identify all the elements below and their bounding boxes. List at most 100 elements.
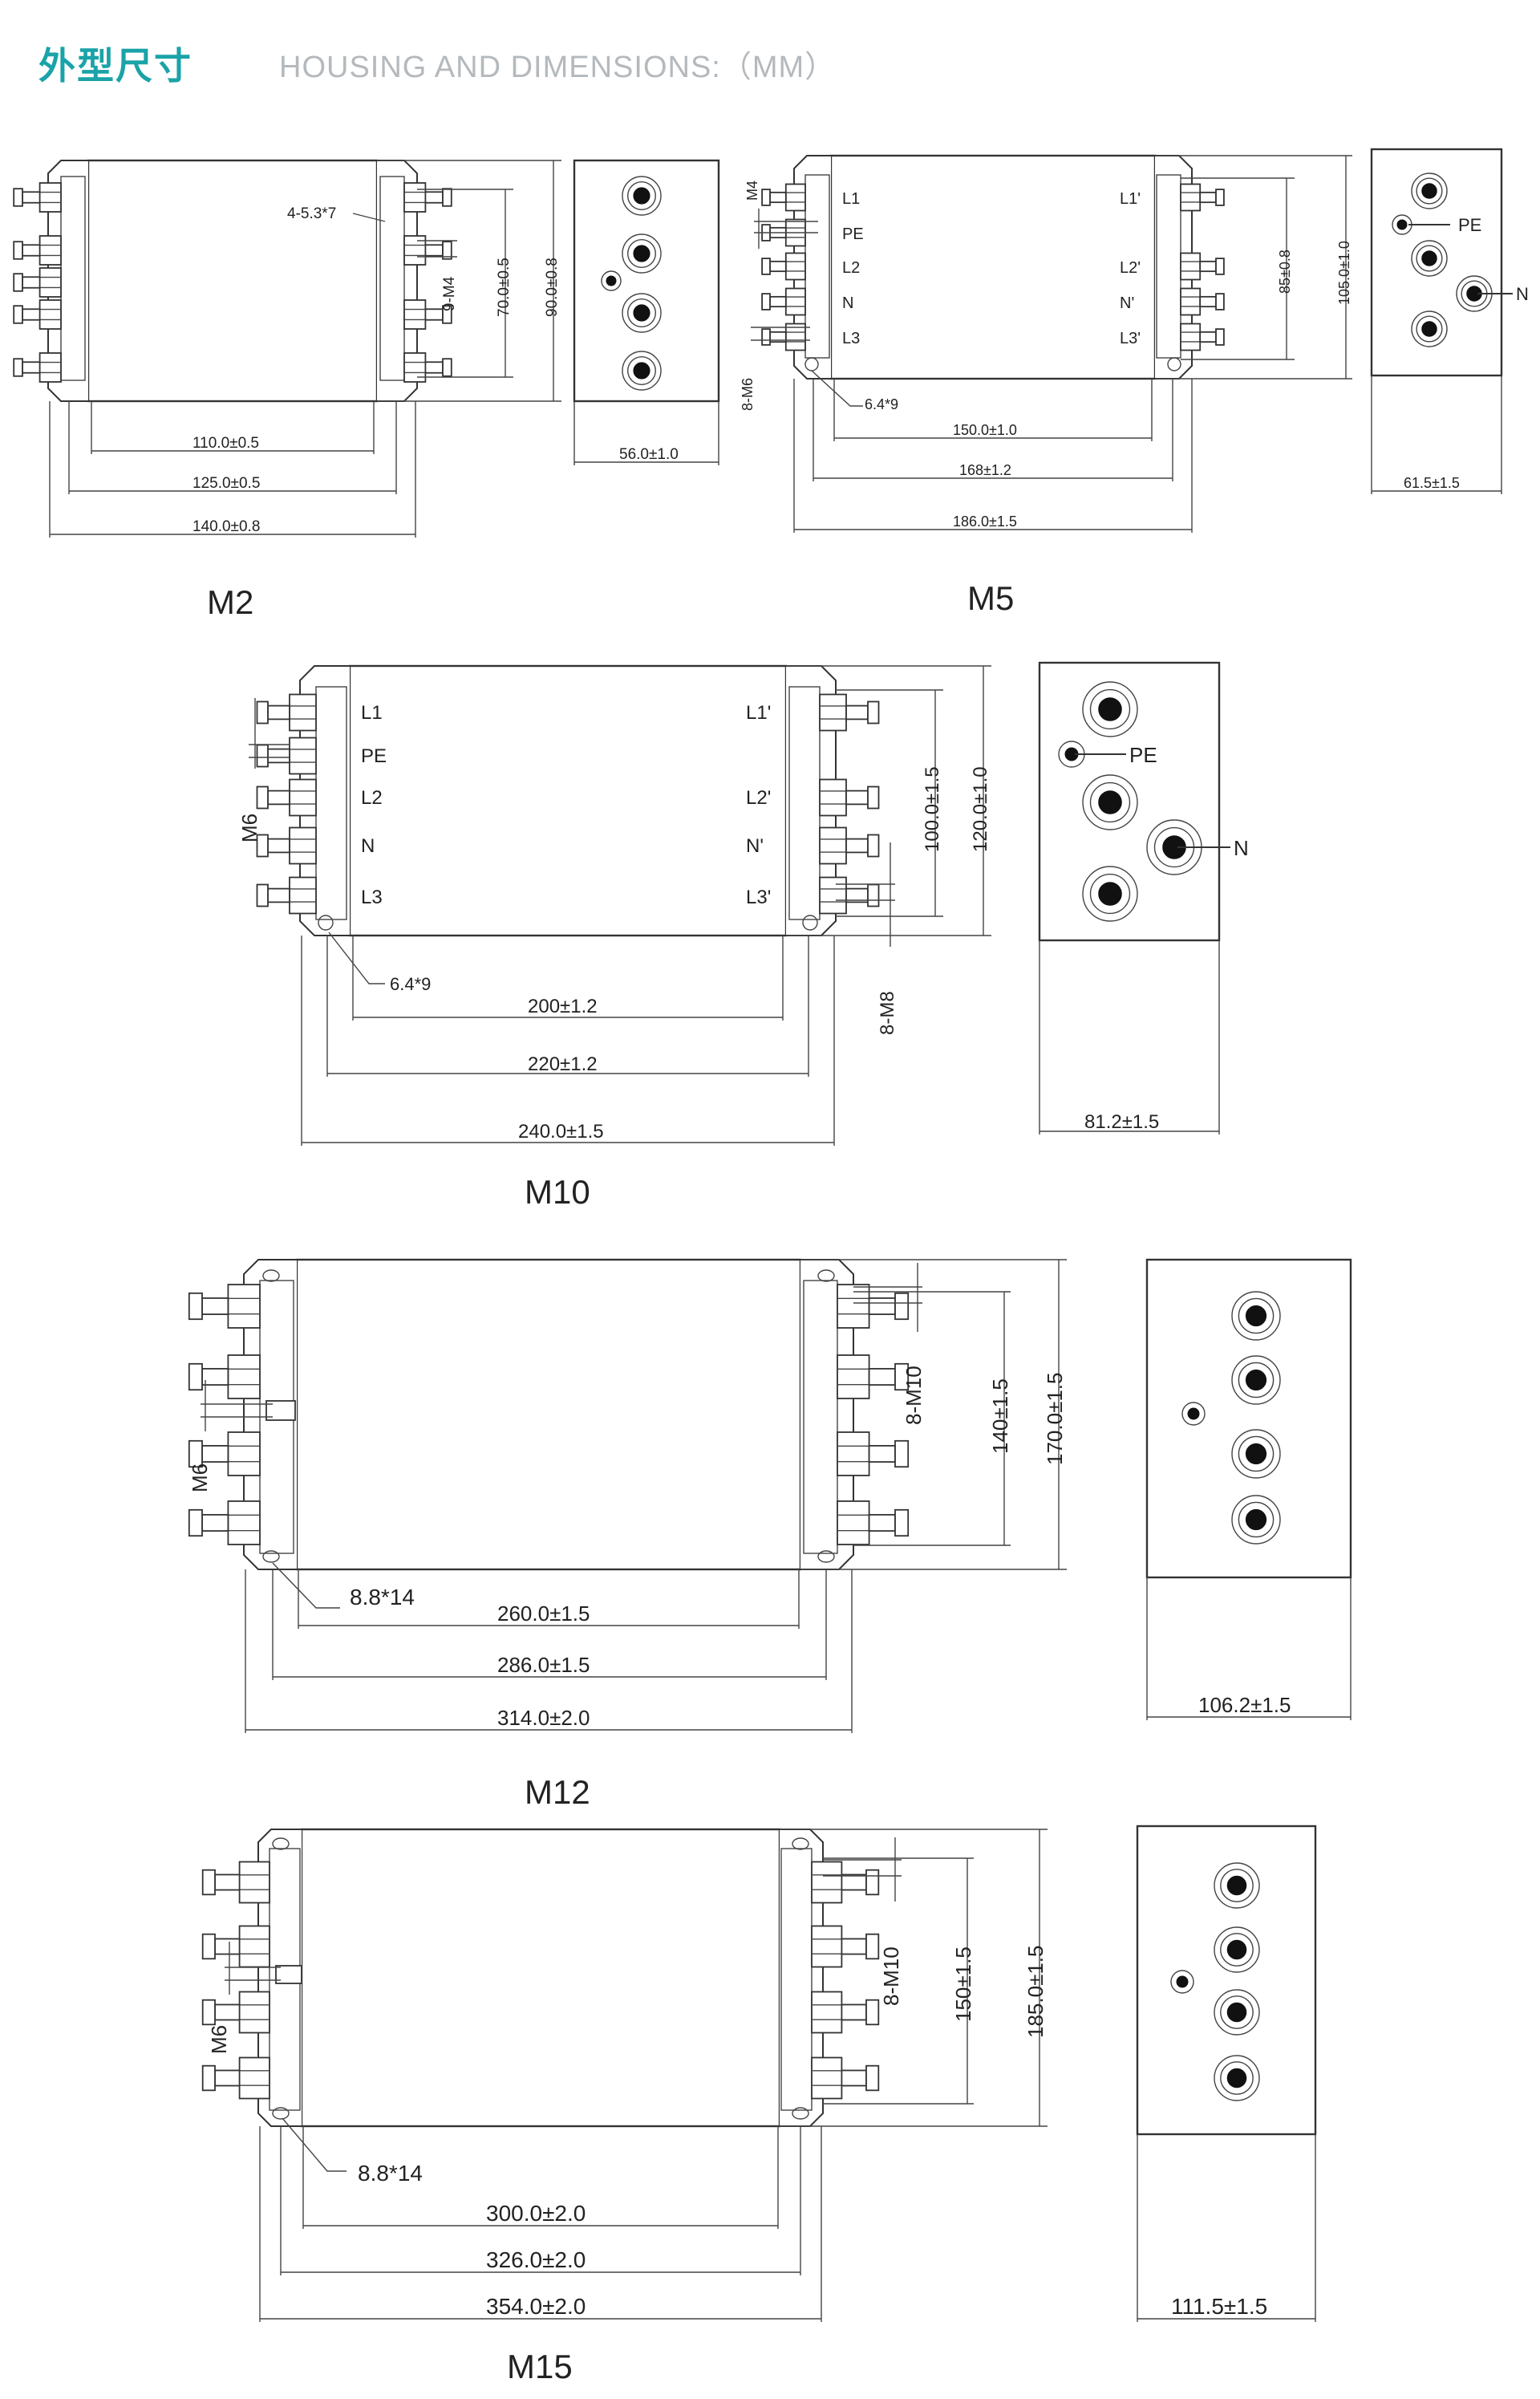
m2-side-terminal-0-outer-ring bbox=[622, 176, 662, 216]
m15-side-terminal-3-core bbox=[1226, 2068, 1247, 2088]
m2-studs-right-0-nut bbox=[403, 182, 427, 213]
m2-studs-right-1-tip bbox=[442, 241, 452, 260]
m15-side-terminal-1-mid-ring bbox=[1220, 1933, 1254, 1967]
m10-studs-right-0-tip bbox=[867, 700, 880, 725]
m2-side-terminal-1-mid-ring bbox=[627, 239, 656, 268]
m15-side-terminal-2-core bbox=[1226, 2002, 1247, 2023]
m15-side-terminal-3-outer-ring bbox=[1214, 2055, 1260, 2101]
m15-side-terminal-1-core bbox=[1226, 1939, 1247, 1960]
m10-side-terminal-2-mid-ring bbox=[1089, 873, 1131, 915]
m15-studs-left-0-tip bbox=[201, 1869, 216, 1896]
m2-side-terminal-1-core bbox=[633, 245, 650, 262]
m2-studs-left-2-tip bbox=[13, 273, 23, 292]
m10-studs-left-3-shaft bbox=[267, 838, 290, 854]
m2-studs-right-1-shaft bbox=[424, 244, 444, 257]
page-header: 外型尺寸 HOUSING AND DIMENSIONS:（MM） bbox=[38, 35, 836, 91]
m12-studs-left-3-tip bbox=[188, 1508, 203, 1537]
m10-studs-left-3-tip bbox=[256, 834, 269, 858]
m5-studs-left-3-nut bbox=[784, 287, 806, 316]
m5-studs-left-2-shaft bbox=[769, 260, 787, 273]
m15-studs-left-0-shaft bbox=[214, 1873, 241, 1891]
m2-studs-left-4-tip bbox=[13, 358, 23, 377]
m10-studs-left-2-shaft bbox=[267, 790, 290, 806]
m2-studs-left-1-tip bbox=[13, 241, 23, 260]
m12-studs-right-0-nut bbox=[837, 1284, 870, 1329]
m10-depth: 81.2±1.5 bbox=[1084, 1111, 1159, 1133]
m10-side-n-label: N bbox=[1234, 836, 1249, 860]
m5-studs-right-1-shaft bbox=[1199, 260, 1217, 273]
m5-studs-left-3-shaft bbox=[769, 295, 787, 308]
m2-studs-left-3-tip bbox=[13, 305, 23, 324]
m15-studs-left-3-shaft bbox=[214, 2069, 241, 2087]
m12-studs-right-2-shaft bbox=[868, 1445, 896, 1463]
m12-studs-left-0-nut bbox=[227, 1284, 261, 1329]
m15-height-inner: 150±1.5 bbox=[951, 1946, 975, 2022]
m12-side-terminal-1-mid-ring bbox=[1238, 1362, 1275, 1398]
m2-studs-right-2-nut bbox=[403, 299, 427, 330]
m10-right-label-1: L2' bbox=[746, 787, 771, 809]
m10-studs-left bbox=[256, 693, 317, 915]
m15-terminal-label: 8-M10 bbox=[879, 1946, 903, 2006]
m10-studs-left-4-nut bbox=[289, 876, 317, 915]
m5-studs-right-1-tip bbox=[1215, 258, 1225, 275]
m10-studs-right-1-nut bbox=[819, 778, 847, 817]
m12-side-terminals bbox=[1181, 1291, 1281, 1545]
m5-side-terminal-2-core bbox=[1421, 321, 1437, 337]
m5-studs-right-3-nut bbox=[1180, 323, 1202, 351]
m10-studs-left-1-shaft bbox=[267, 748, 290, 764]
m2-studs-left-0-nut bbox=[38, 182, 62, 213]
m12-side-terminal-0-core bbox=[1245, 1305, 1267, 1327]
m5-left-label-4: L3 bbox=[842, 330, 860, 347]
m5-studs-right bbox=[1180, 183, 1225, 351]
m15-studs-right-0-shaft bbox=[841, 1873, 867, 1891]
m2-model-label: M2 bbox=[207, 583, 253, 621]
m5-side-terminal-0-mid-ring bbox=[1416, 177, 1443, 205]
title-en: HOUSING AND DIMENSIONS:（MM） bbox=[279, 50, 837, 84]
m12-studs-right-1-shaft bbox=[868, 1368, 896, 1386]
m10-studs-left-2-nut bbox=[289, 778, 317, 817]
m5-studs-right-0-nut bbox=[1180, 183, 1202, 212]
m10-width-outer: 240.0±1.5 bbox=[518, 1121, 604, 1143]
m15-side-terminal-1-outer-ring bbox=[1214, 1926, 1260, 1973]
m12-side-terminal-0-outer-ring bbox=[1231, 1291, 1281, 1341]
m5-studs-left-2-nut bbox=[784, 252, 806, 281]
m10-height-inner: 100.0±1.5 bbox=[922, 766, 943, 852]
m10-studs-right-2-nut bbox=[819, 826, 847, 865]
m10-front-body bbox=[348, 664, 788, 937]
m15-studs-right-0-nut bbox=[811, 1861, 843, 1904]
m10-side-pe-label: PE bbox=[1129, 743, 1157, 767]
m15-studs-right-1-nut bbox=[811, 1925, 843, 1968]
m12-side-terminal-3-outer-ring bbox=[1231, 1495, 1281, 1545]
m15-mount-hole-label: 8.8*14 bbox=[358, 2161, 423, 2186]
m12-side-terminal-3-mid-ring bbox=[1238, 1501, 1275, 1538]
m2-height-inner: 70.0±0.5 bbox=[496, 258, 513, 317]
m15-studs-right-3-nut bbox=[811, 2056, 843, 2100]
m5-right-label-1: L2' bbox=[1120, 259, 1141, 277]
m10-width-mid: 220±1.2 bbox=[528, 1053, 598, 1075]
m15-studs-right-0-tip bbox=[865, 1869, 880, 1896]
m5-left-label-2: L2 bbox=[842, 259, 860, 277]
m10-side-terminal-1-mid-ring bbox=[1089, 781, 1131, 823]
m10-side-terminal-0-outer-ring bbox=[1082, 681, 1138, 737]
m15-studs-right-2-tip bbox=[865, 1999, 880, 2026]
m2-width-mid: 125.0±0.5 bbox=[192, 475, 260, 492]
m12-studs-left-0-tip bbox=[188, 1292, 203, 1321]
m12-height-outer: 170.0±1.5 bbox=[1043, 1373, 1067, 1465]
m12-studs-right-2-nut bbox=[837, 1431, 870, 1476]
m12-front-body bbox=[295, 1258, 802, 1571]
m2-side-terminal-2-core bbox=[633, 304, 650, 322]
m12-studs-left-1-nut bbox=[227, 1354, 261, 1399]
m12-side-terminal-3-core bbox=[1245, 1508, 1267, 1531]
m2-studs-left-2-shaft bbox=[22, 276, 41, 289]
m12-width-inner: 260.0±1.5 bbox=[497, 1601, 590, 1626]
m15-studs-left-2-tip bbox=[201, 1999, 216, 2026]
drawing-m2: 4-5.3*7 70.0±0.5 90.0±0.8 9-M4 110.0±0.5… bbox=[13, 159, 720, 621]
m10-studs-left-0-nut bbox=[289, 693, 317, 732]
m5-studs-left-0-shaft bbox=[769, 191, 787, 204]
m15-side-terminals bbox=[1170, 1862, 1260, 2101]
m12-side-terminal-1-outer-ring bbox=[1231, 1355, 1281, 1405]
m12-pe-terminal: M6 bbox=[188, 1463, 212, 1492]
m15-studs-right-3-tip bbox=[865, 2064, 880, 2092]
